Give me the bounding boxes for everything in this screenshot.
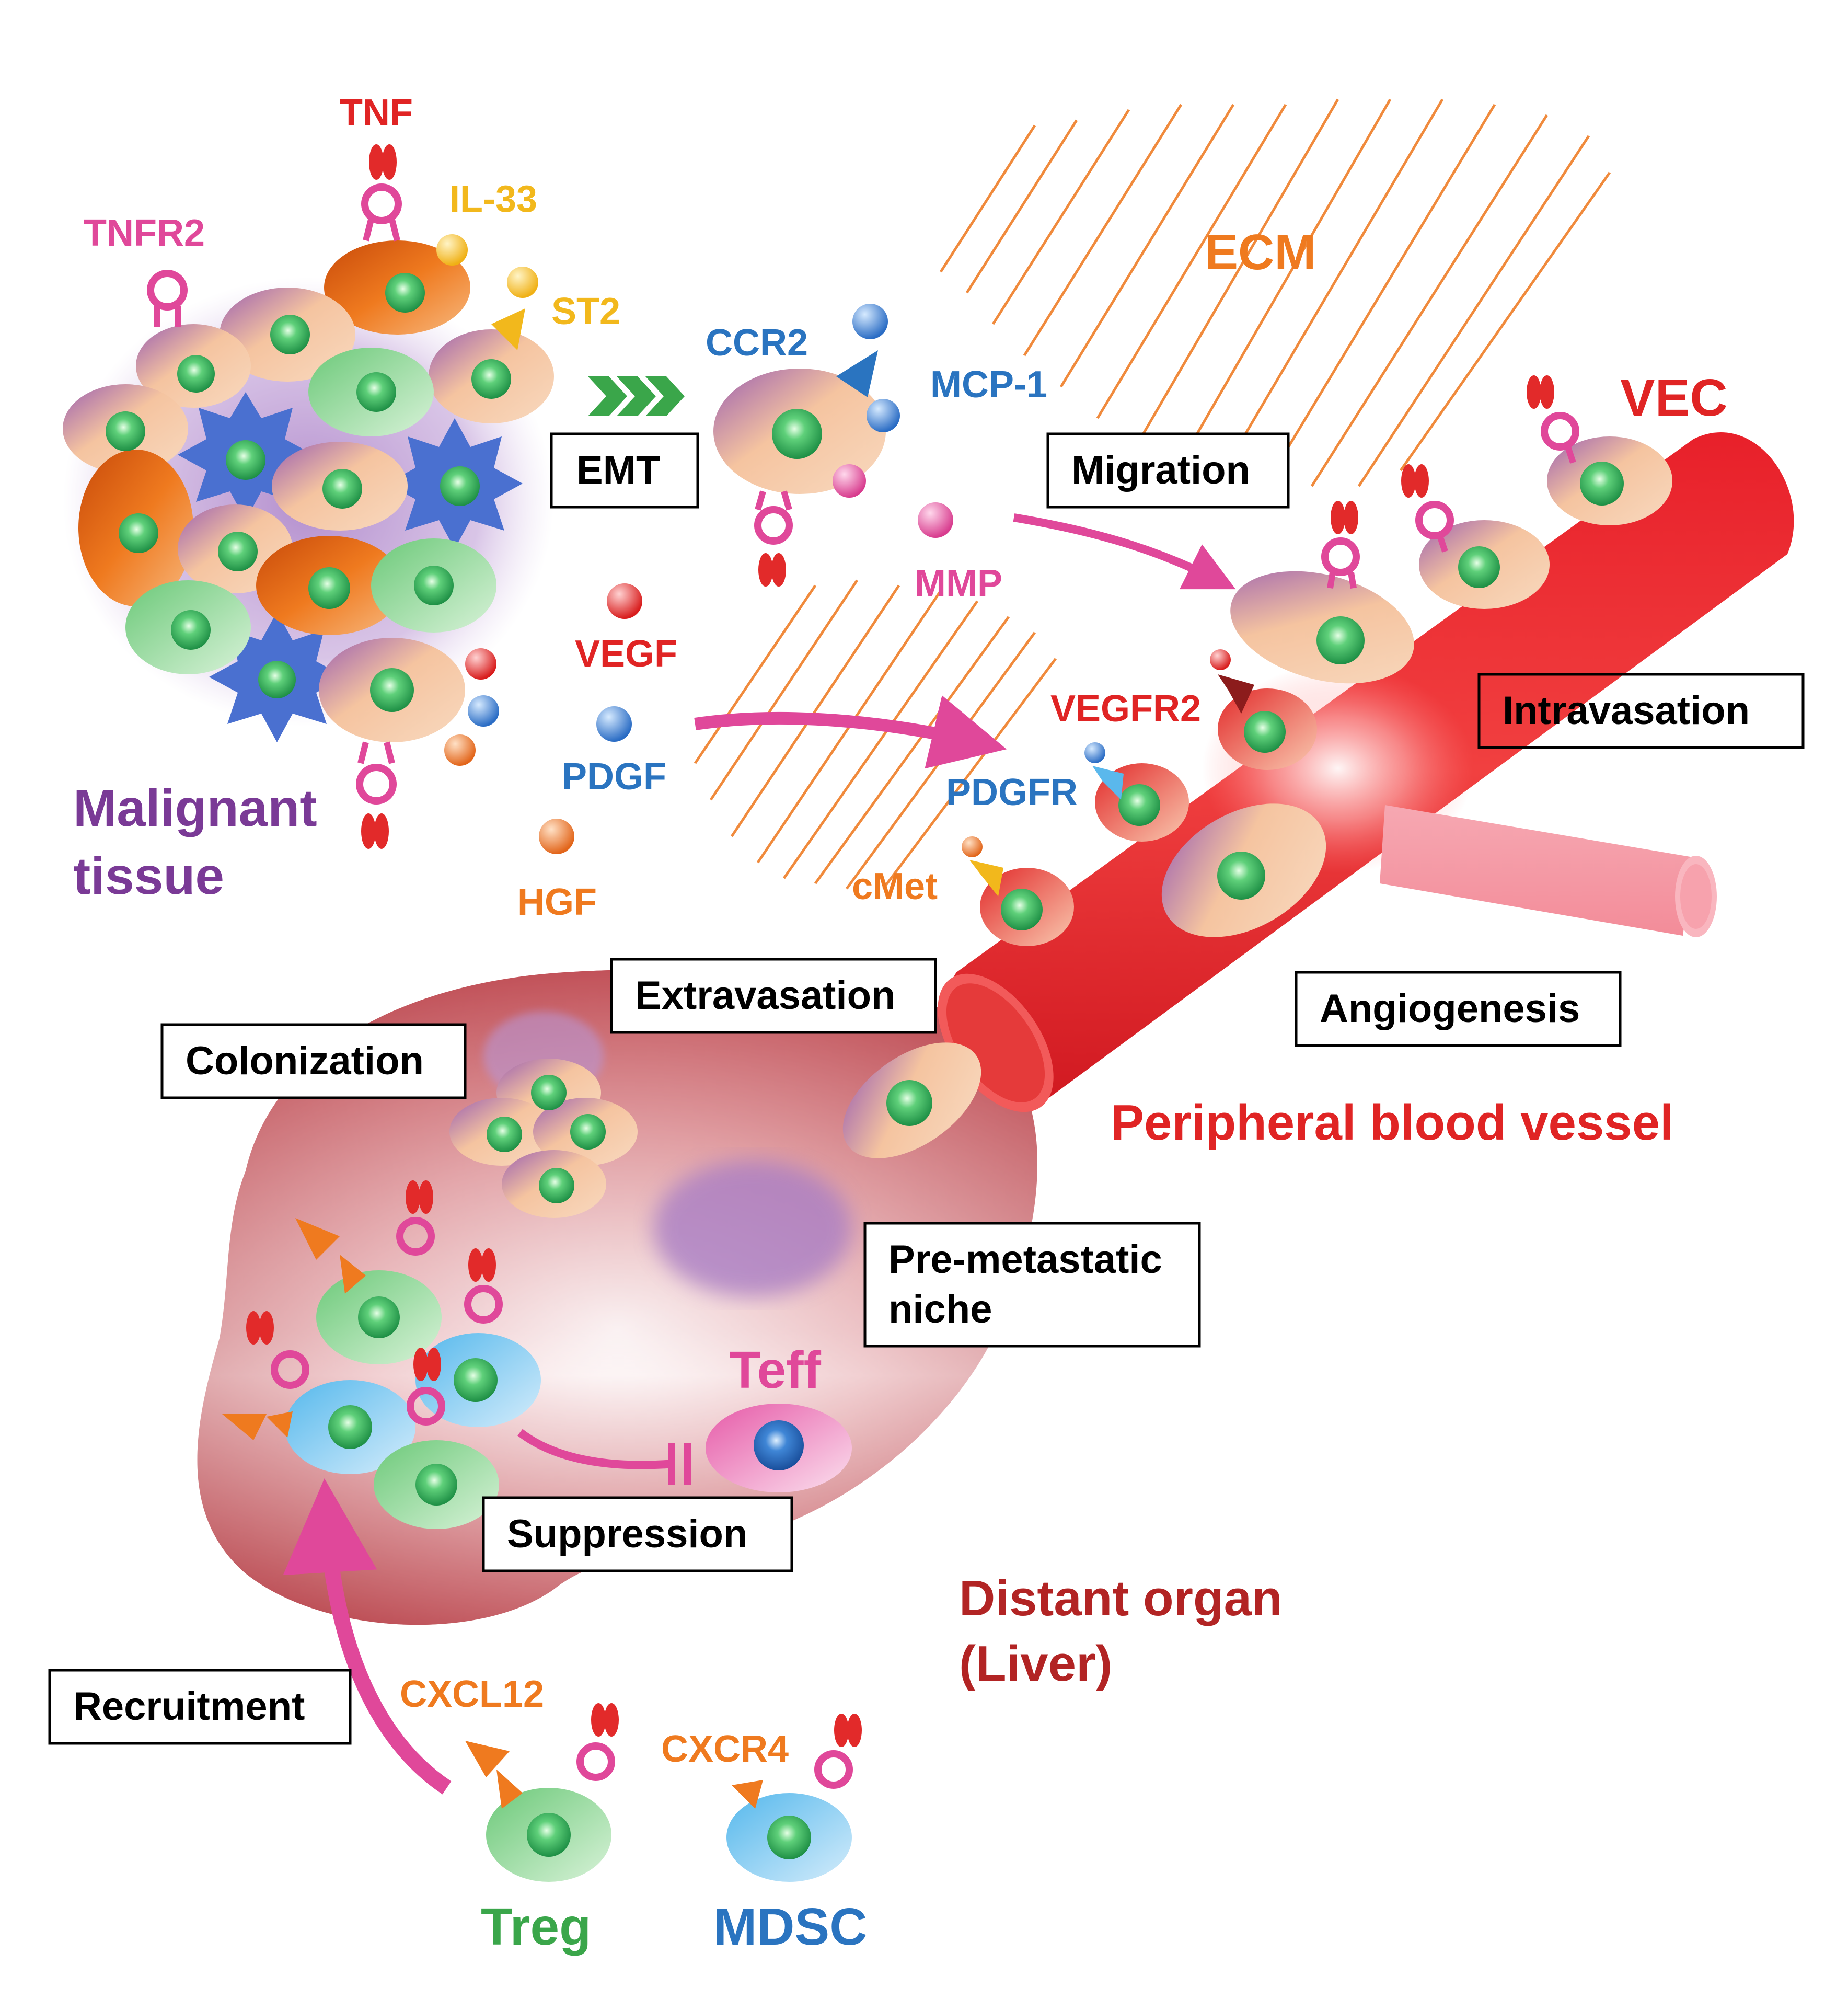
mmp-label: MMP xyxy=(915,562,1002,604)
emt-cell xyxy=(713,304,900,587)
pdgf-ligand xyxy=(596,706,632,742)
emt-box: EMT xyxy=(550,432,699,509)
angiogenesis-box: Angiogenesis xyxy=(1295,971,1622,1047)
emt-arrow-icon xyxy=(588,376,685,416)
mdsc-cell xyxy=(726,1714,862,1882)
extravasation-box: Extravasation xyxy=(610,958,937,1034)
suppression-inhibit-arrow xyxy=(517,1429,691,1485)
tnf-receptor-top xyxy=(361,144,402,242)
tnfr2-label: TNFR2 xyxy=(84,212,205,254)
premetastatic-niche-box: Pre-metastatic niche xyxy=(863,1222,1201,1348)
svg-text:Migration: Migration xyxy=(1071,448,1250,492)
cmet-receptor xyxy=(962,836,1003,897)
mmp-ligand xyxy=(918,502,953,538)
vec-label: VEC xyxy=(1620,369,1728,427)
migration-arrow xyxy=(1013,513,1236,590)
distant-organ-label-1: Distant organ xyxy=(959,1570,1283,1626)
teff-cell xyxy=(706,1404,852,1492)
colonization-cluster xyxy=(449,1012,638,1218)
vegf-label: VEGF xyxy=(575,633,677,675)
il33-ligand xyxy=(436,234,468,266)
growth-factor-arrow xyxy=(694,695,1007,769)
vegfr2-label: VEGFR2 xyxy=(1050,688,1201,730)
intravasation-box: Intravasation xyxy=(1477,673,1805,749)
hgf-label: HGF xyxy=(517,881,597,923)
svg-text:Angiogenesis: Angiogenesis xyxy=(1320,986,1580,1031)
mcp1-label: MCP-1 xyxy=(930,364,1047,406)
ccr2-label: CCR2 xyxy=(706,322,808,364)
pdgfr-receptor xyxy=(1084,742,1124,800)
svg-text:Intravasation: Intravasation xyxy=(1503,688,1750,733)
svg-text:niche: niche xyxy=(888,1287,992,1331)
migration-box: Migration xyxy=(1046,432,1290,509)
ecm-fibers-lower xyxy=(694,579,1057,890)
st2-label: ST2 xyxy=(551,291,620,332)
malignant-tissue-label-2: tissue xyxy=(73,847,224,905)
mdsc-label: MDSC xyxy=(713,1898,867,1956)
svg-text:EMT: EMT xyxy=(576,448,660,492)
svg-text:Suppression: Suppression xyxy=(507,1512,747,1556)
cmet-label: cMet xyxy=(852,866,938,907)
ecm-fibers-upper xyxy=(939,98,1611,487)
treg-cell xyxy=(465,1703,619,1882)
distant-organ-label-2: (Liver) xyxy=(959,1636,1112,1692)
malignant-tissue-label-1: Malignant xyxy=(73,779,317,837)
svg-text:Pre-metastatic: Pre-metastatic xyxy=(888,1237,1162,1282)
treg-label: Treg xyxy=(481,1898,591,1956)
hgf-ligand xyxy=(539,819,574,854)
vessel-endothelial-cells xyxy=(842,436,1672,1158)
svg-text:Recruitment: Recruitment xyxy=(73,1684,305,1729)
pdgf-label: PDGF xyxy=(562,756,666,798)
vegf-ligand xyxy=(607,583,642,619)
tnfr2-receptor xyxy=(147,270,188,327)
suppression-box: Suppression xyxy=(482,1496,793,1572)
cxcr4-label: CXCR4 xyxy=(661,1728,789,1770)
vessel-tnf-receptors xyxy=(1321,375,1579,589)
peripheral-vessel-label: Peripheral blood vessel xyxy=(1111,1095,1674,1151)
teff-label: Teff xyxy=(729,1341,822,1399)
immune-cells-liver xyxy=(222,1180,541,1529)
malignant-tissue xyxy=(63,240,554,766)
svg-text:Colonization: Colonization xyxy=(186,1039,424,1083)
pdgfr-label: PDGFR xyxy=(946,772,1078,813)
vegfr2-receptor xyxy=(1210,649,1254,714)
cxcl12-label: CXCL12 xyxy=(400,1673,544,1715)
il33-label: IL-33 xyxy=(449,178,537,220)
tnfr2-receptor-bottom xyxy=(356,741,397,849)
svg-text:Extravasation: Extravasation xyxy=(635,973,895,1018)
colonization-box: Colonization xyxy=(160,1023,467,1099)
ecm-label: ECM xyxy=(1205,224,1316,280)
recruitment-arrow xyxy=(283,1478,452,1795)
recruitment-box: Recruitment xyxy=(48,1669,352,1745)
tnf-label: TNF xyxy=(340,92,413,134)
st2-receptor xyxy=(491,267,538,350)
premetastatic-niche-haze xyxy=(653,1161,852,1296)
